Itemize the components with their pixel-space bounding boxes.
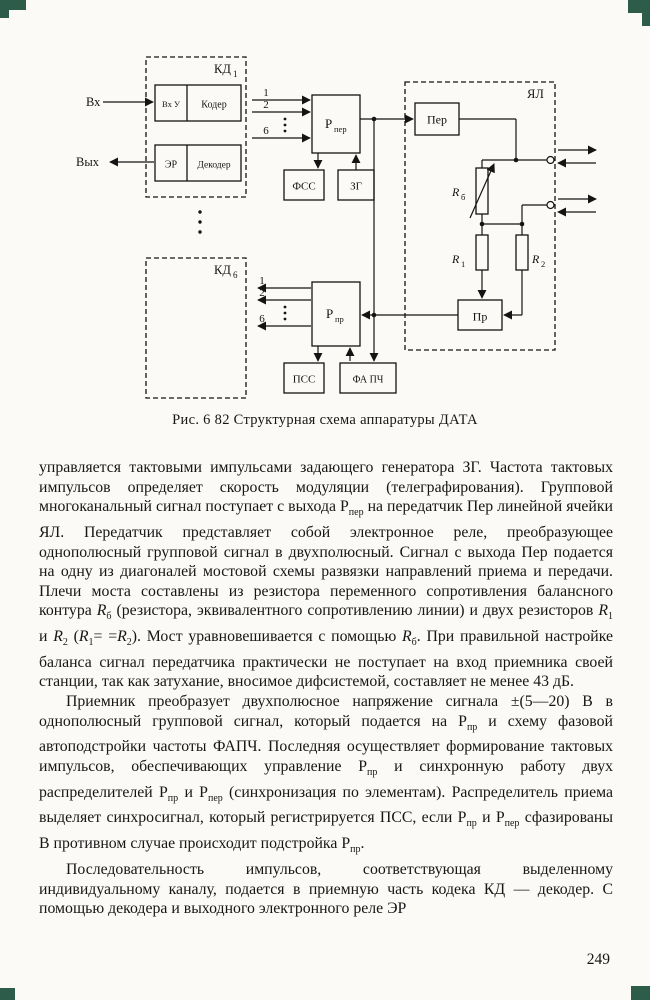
resistor-r1: [475, 234, 489, 271]
paragraph-1: управляется тактовыми импульсами задающе…: [39, 459, 613, 691]
label-vyh: Вых: [76, 155, 100, 169]
block-per: [414, 102, 460, 136]
label-pss: ПСС: [293, 374, 316, 386]
label-rb: R: [451, 185, 460, 199]
block-er-decoder: [154, 144, 242, 182]
label-r1: R: [451, 252, 460, 266]
diagram-arrows: [103, 95, 597, 362]
paragraph-3: Последовательность импульсов, соответств…: [39, 860, 613, 918]
label-fapch: ФА ПЧ: [353, 375, 384, 386]
label-vx: Вх: [86, 95, 101, 109]
page-number: 249: [586, 951, 610, 968]
label-per: Пер: [427, 113, 447, 127]
ellipsis-dots: [198, 117, 287, 321]
label-input-unit: Вх У: [162, 99, 181, 109]
label-kd6: КД: [214, 263, 231, 277]
figure-caption: Рис. 6 82 Структурная схема аппаратуры Д…: [172, 412, 478, 428]
label-ch1-top: 1: [263, 87, 269, 99]
diagram-blocks: [154, 84, 529, 394]
block-fss: [283, 169, 325, 201]
kd1-dashed-box: [145, 56, 247, 198]
label-kd6-sub: 6: [233, 270, 238, 280]
terminal-bottom: [546, 200, 555, 210]
diagram-wires: [373, 118, 547, 315]
scan-artifact-bottom-left: [0, 988, 15, 1000]
block-zg: [337, 169, 375, 201]
label-koder: Кодер: [201, 100, 226, 111]
block-pss: [283, 362, 325, 394]
resistor-r2: [515, 234, 529, 271]
label-pr: Пр: [473, 310, 488, 324]
label-fss: ФСС: [292, 181, 315, 193]
terminal-top: [546, 155, 555, 165]
label-ch2-bottom: 2: [259, 287, 265, 299]
scan-artifact-bottom-right: [631, 986, 650, 1000]
block-fapch: [339, 362, 397, 394]
block-rpr: [311, 281, 361, 347]
label-r1-sub: 1: [461, 259, 465, 269]
label-zg: ЗГ: [350, 181, 362, 193]
label-ch1-bottom: 1: [259, 275, 265, 287]
figure-diagram: Вх Вых КД 1 Вх У Кодер ЭР Декодер КД 6 1…: [76, 56, 597, 399]
label-ch2-top: 2: [263, 99, 269, 111]
label-dekoder: Декодер: [197, 161, 230, 171]
block-rper: [311, 94, 361, 154]
label-ch6-bottom: 6: [259, 313, 265, 325]
label-rper: Р: [325, 116, 332, 131]
label-yal: ЯЛ: [527, 87, 544, 101]
scan-artifact-top-left: [0, 0, 26, 10]
yal-dashed-box: [404, 81, 556, 351]
label-kd1-sub: 1: [233, 69, 238, 79]
label-er: ЭР: [165, 160, 178, 171]
line-terminals: [546, 155, 555, 210]
label-r2: R: [531, 252, 540, 266]
label-r2-sub: 2: [541, 259, 545, 269]
label-rper-sub: пер: [334, 124, 347, 134]
label-ch6-top: 6: [263, 125, 269, 137]
label-rb-sub: б: [461, 192, 465, 202]
block-input-coder: [154, 84, 242, 122]
paragraph-2: Приемник преобразует двухполюсное напряж…: [39, 693, 613, 856]
body-text: управляется тактовыми импульсами задающе…: [39, 458, 613, 919]
junction-dots: [371, 116, 525, 318]
arrow-rb-variable: [469, 163, 495, 219]
label-kd1: КД: [214, 62, 231, 76]
kd6-dashed-box: [145, 257, 247, 399]
scan-artifact-top-left-2: [0, 0, 9, 18]
label-rpr: Р: [326, 306, 333, 321]
scan-artifact-top-right-2: [642, 0, 650, 26]
label-rpr-sub: пр: [335, 314, 344, 324]
